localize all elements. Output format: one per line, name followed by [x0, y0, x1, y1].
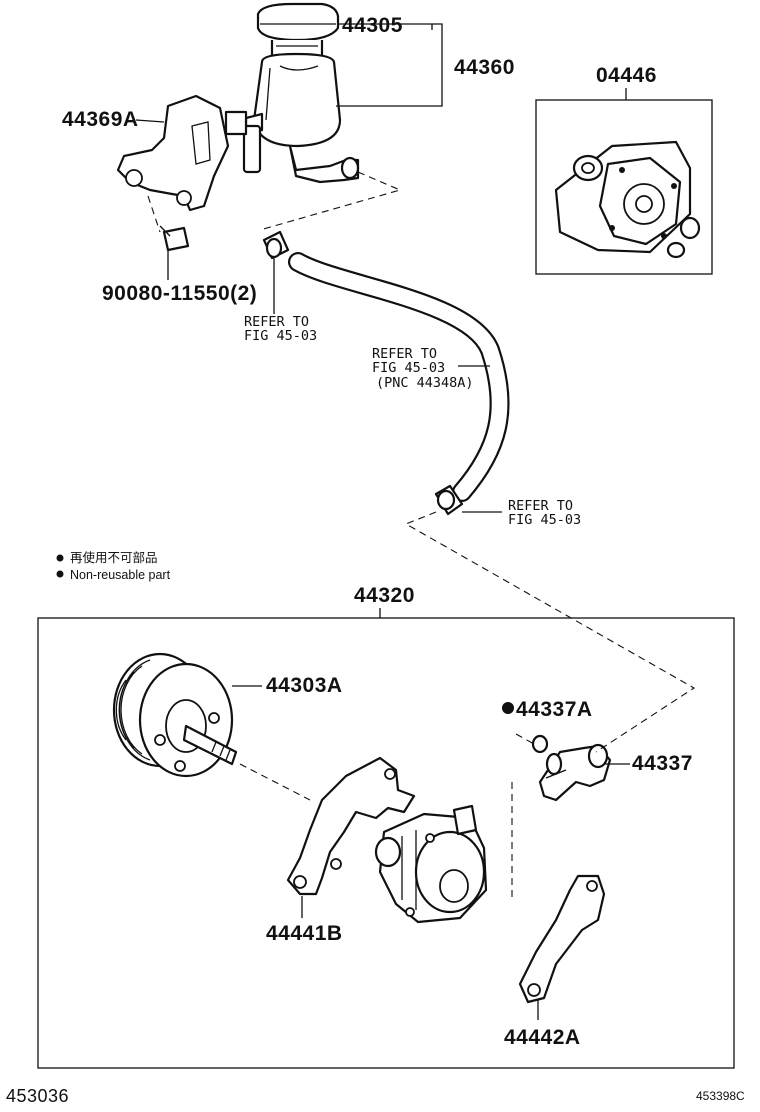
- label-44337: 44337: [632, 752, 693, 775]
- image-code: 453398C: [696, 1089, 745, 1103]
- svg-text:REFER TO: REFER TO: [372, 346, 437, 362]
- gasket-kit-box: [535, 99, 713, 275]
- label-44360: 44360: [454, 56, 515, 79]
- legend-dot-icon: [56, 570, 64, 578]
- o-ring: [531, 734, 549, 754]
- hose-clamp-upper: [262, 230, 290, 260]
- front-bracket: [286, 756, 416, 896]
- legend-jp: 再使用不可部品: [70, 550, 158, 565]
- hose-clamp-lower: [434, 484, 464, 516]
- label-44337A: 44337A: [516, 698, 593, 721]
- bolt: [159, 225, 190, 252]
- svg-text:FIG 45-03: FIG 45-03: [372, 360, 445, 376]
- pump-body: [374, 804, 488, 924]
- reservoir-cap: [256, 2, 340, 42]
- legend-dot-icon: [56, 554, 64, 562]
- label-04446: 04446: [596, 64, 657, 87]
- reservoir-bracket: [116, 94, 248, 212]
- reservoir-tank: [242, 2, 360, 184]
- return-hose: [262, 230, 510, 516]
- reference-note-2: REFER TO FIG 45-03 (PNC 44348A): [372, 346, 474, 391]
- svg-text:(PNC 44348A): (PNC 44348A): [376, 375, 474, 391]
- svg-text:FIG 45-03: FIG 45-03: [508, 512, 581, 528]
- label-44442A: 44442A: [504, 1026, 581, 1049]
- label-90080-11550: 90080-11550(2): [102, 282, 257, 305]
- pulley: [112, 652, 238, 778]
- page-code: 453036: [6, 1086, 69, 1106]
- label-44305: 44305: [342, 14, 403, 37]
- pump-assembly-box: [37, 617, 735, 1069]
- reference-note-3: REFER TO FIG 45-03: [508, 498, 581, 528]
- reference-note-1: REFER TO FIG 45-03: [244, 314, 317, 344]
- label-44441B: 44441B: [266, 922, 343, 945]
- dashed-connections: [147, 171, 696, 900]
- leader-lines: [135, 23, 630, 1020]
- union-fitting: [538, 743, 612, 802]
- legend: 再使用不可部品 Non-reusable part: [56, 550, 171, 582]
- svg-text:FIG 45-03: FIG 45-03: [244, 328, 317, 344]
- svg-text:REFER TO: REFER TO: [508, 498, 573, 514]
- rear-bracket: [518, 874, 606, 1004]
- gasket-kit: [554, 140, 701, 259]
- reservoir-body: [252, 52, 342, 148]
- legend-en: Non-reusable part: [70, 568, 171, 582]
- label-44320: 44320: [354, 584, 415, 607]
- label-44303A: 44303A: [266, 674, 343, 697]
- svg-text:REFER TO: REFER TO: [244, 314, 309, 330]
- non-reusable-dot-icon: [502, 702, 514, 714]
- label-44369A: 44369A: [62, 108, 139, 131]
